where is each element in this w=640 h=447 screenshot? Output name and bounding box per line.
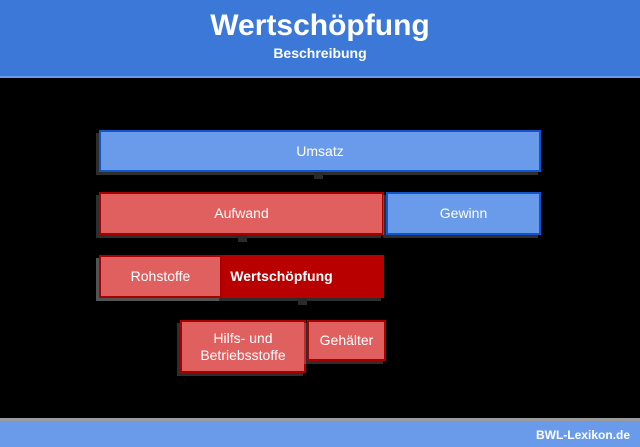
value-added-diagram: Umsatz Aufwand Gewinn Wertschöpfung Rohs… [0,78,640,418]
footer-bar: BWL-Lexikon.de [0,418,640,447]
block-hilfs-und-betriebsstoffe-label: Hilfs- und Betriebsstoffe [200,329,286,363]
block-rohstoffe: Rohstoffe [99,255,222,298]
block-wertschoepfung-label: Wertschöpfung [230,268,333,284]
block-rohstoffe-label: Rohstoffe [130,268,191,284]
block-gewinn: Gewinn [386,192,541,235]
block-umsatz-label: Umsatz [296,142,344,159]
block-umsatz: Umsatz [99,130,541,172]
header-banner: Wertschöpfung Beschreibung [0,0,640,78]
block-gehaelter-label: Gehälter [319,332,374,348]
block-hilfs-und-betriebsstoffe: Hilfs- und Betriebsstoffe [180,320,306,373]
site-branding: BWL-Lexikon.de [535,428,630,442]
block-gewinn-label: Gewinn [439,205,488,221]
connector-wertschoepfung-to-subblocks [298,298,307,305]
page-title: Wertschöpfung [210,9,430,42]
connector-aufwand-to-rohstoffe [238,235,247,242]
block-aufwand-label: Aufwand [214,205,269,221]
page-subtitle: Beschreibung [273,45,367,61]
connector-umsatz-to-aufwand [314,172,323,179]
block-gehaelter: Gehälter [307,320,386,361]
block-aufwand: Aufwand [99,192,384,235]
